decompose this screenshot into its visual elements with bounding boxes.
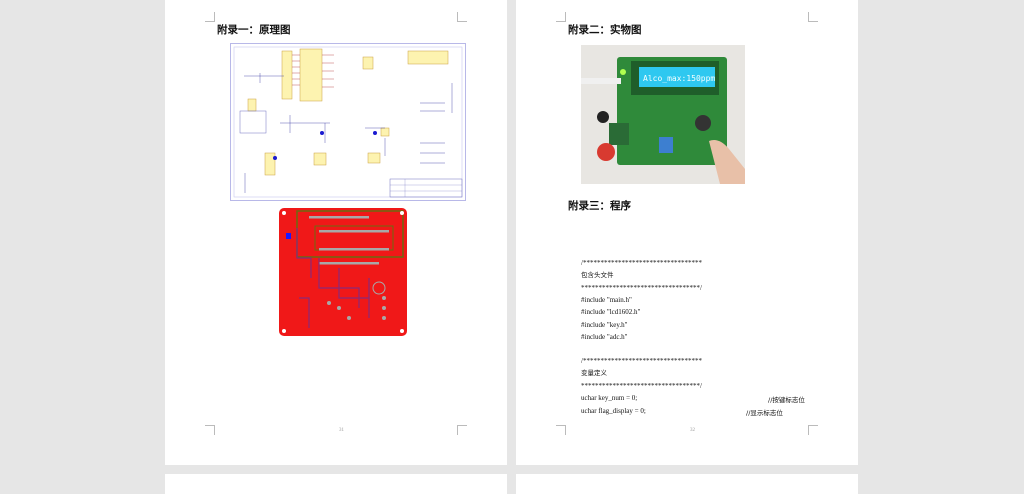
code-line: #include "key.h"	[581, 321, 628, 329]
code-comment: //按键标志位	[768, 396, 805, 404]
code-line: **********************************/	[581, 382, 702, 390]
pcb-layout-figure	[279, 208, 407, 336]
schematic-figure	[230, 43, 466, 201]
appendix-1-heading: 附录一：原理图	[217, 24, 291, 36]
page-32: 附录二：实物图 Alco_max:150ppm 附录三：程序 /********…	[516, 0, 858, 465]
page-number: 31	[339, 428, 344, 433]
code-line: #include "lcd1602.h"	[581, 308, 641, 316]
lcd-text: Alco_max:150ppm	[643, 74, 715, 83]
code-line: 包含头文件	[581, 271, 614, 279]
code-line: **********************************/	[581, 284, 702, 292]
code-line: #include "main.h"	[581, 296, 632, 304]
page-number: 32	[690, 428, 695, 433]
appendix-2-heading: 附录二：实物图	[568, 24, 642, 36]
page-31: 附录一：原理图 31	[165, 0, 507, 465]
code-line: uchar key_num = 0;	[581, 394, 638, 402]
code-comment: //显示标志位	[746, 409, 783, 417]
page-33	[165, 474, 507, 494]
code-line: #include "adc.h"	[581, 333, 628, 341]
code-line: /**********************************	[581, 259, 702, 267]
page-34	[516, 474, 858, 494]
code-line: 变量定义	[581, 369, 607, 377]
device-photo: Alco_max:150ppm	[581, 45, 745, 184]
code-line: /**********************************	[581, 357, 702, 365]
appendix-3-heading: 附录三：程序	[568, 200, 631, 212]
code-line: uchar flag_display = 0;	[581, 407, 646, 415]
